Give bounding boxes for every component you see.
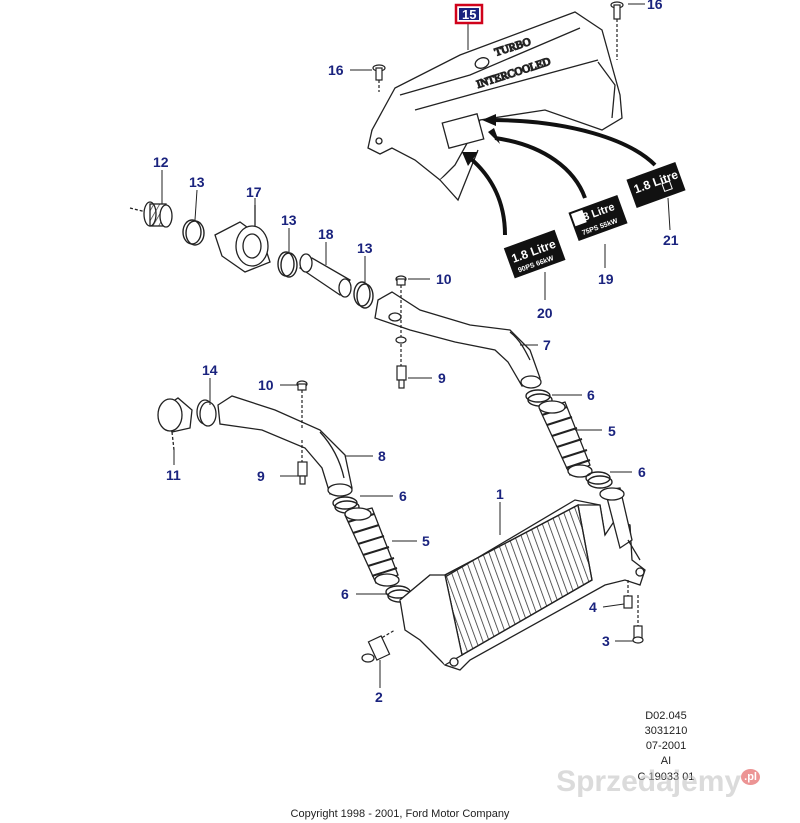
- part-10-clip-lower: [296, 380, 308, 430]
- part-2-sensor: [361, 629, 396, 663]
- callout-11: 11: [166, 467, 181, 483]
- badge-15: [459, 8, 479, 20]
- decal-20: 1.8 Litre 90PS 66kW: [503, 229, 566, 279]
- part-3-bolt: [632, 595, 644, 644]
- decal-21: 1.8 Litre: [626, 162, 686, 208]
- part-1-intercooler: [399, 487, 646, 671]
- copyright-text: Copyright 1998 - 2001, Ford Motor Compan…: [290, 808, 510, 820]
- callout-14: 14: [202, 362, 218, 378]
- watermark: Sprzedajemy.pl: [556, 765, 760, 799]
- part-18-hose: [298, 253, 352, 298]
- bolt-16-left: [372, 64, 386, 92]
- part-7-pipe: [374, 291, 542, 389]
- callout-17: 17: [246, 184, 262, 200]
- callout-15: 15: [462, 7, 476, 22]
- part-12-adapter: [129, 201, 173, 228]
- decal-19: 1.8 Litre 75PS 55kW: [568, 195, 628, 241]
- info-code: D02.045: [645, 710, 687, 722]
- callout-19: 19: [598, 271, 614, 287]
- watermark-text: Sprzedajemy: [556, 765, 742, 798]
- callout-6-d: 6: [341, 586, 349, 602]
- engine-cover: TURBO INTERCOOLED: [367, 11, 623, 202]
- part-6-clamp-right-lower: [585, 471, 613, 489]
- bolt-16-right: [610, 1, 624, 60]
- callout-3: 3: [602, 633, 610, 649]
- part-9-sensor-upper: [396, 344, 407, 389]
- part-10-clip-upper: [395, 275, 407, 344]
- part-13-clamp-a: [182, 219, 205, 246]
- callout-16-right: 16: [647, 0, 663, 12]
- info-date: 07-2001: [645, 740, 687, 752]
- callout-7: 7: [543, 337, 551, 353]
- callout-8: 8: [378, 448, 386, 464]
- callout-4: 4: [589, 599, 597, 615]
- watermark-badge: .pl: [741, 769, 760, 785]
- callout-9-upper: 9: [438, 370, 446, 386]
- callout-2: 2: [375, 689, 383, 705]
- callout-13-b: 13: [281, 212, 297, 228]
- part-9-sensor-lower: [297, 440, 308, 485]
- info-region: AI: [660, 755, 672, 767]
- callout-13-a: 13: [189, 174, 205, 190]
- part-8-pipe: [217, 395, 353, 497]
- callout-16-left: 16: [328, 62, 344, 78]
- decal-arrows: [468, 118, 657, 236]
- callout-13-c: 13: [357, 240, 373, 256]
- part-5-bellows-right: [538, 400, 593, 478]
- callout-10-lower: 10: [258, 377, 274, 393]
- callout-1: 1: [496, 486, 504, 502]
- callout-10-upper: 10: [436, 271, 452, 287]
- callout-12: 12: [153, 154, 169, 170]
- callout-9-lower: 9: [257, 468, 265, 484]
- part-13-clamp-b: [277, 251, 298, 278]
- leader-lines: [161, 3, 671, 688]
- callout-20: 20: [537, 305, 553, 321]
- callout-21: 21: [663, 232, 679, 248]
- callout-6-c: 6: [399, 488, 407, 504]
- callout-5-b: 5: [422, 533, 430, 549]
- info-number: 3031210: [644, 725, 688, 737]
- part-17-resonator: [214, 205, 271, 273]
- callout-18: 18: [318, 226, 334, 242]
- part-5-bellows-left: [344, 507, 400, 587]
- callout-5-a: 5: [608, 423, 616, 439]
- part-4-bolt: [623, 580, 633, 609]
- callout-6-b: 6: [638, 464, 646, 480]
- part-13-clamp-c: [353, 281, 374, 309]
- decal-arrow-heads: [462, 114, 500, 166]
- callout-6-a: 6: [587, 387, 595, 403]
- info-reference: C 19033 01: [637, 771, 695, 783]
- part-14-adapter: [157, 397, 217, 451]
